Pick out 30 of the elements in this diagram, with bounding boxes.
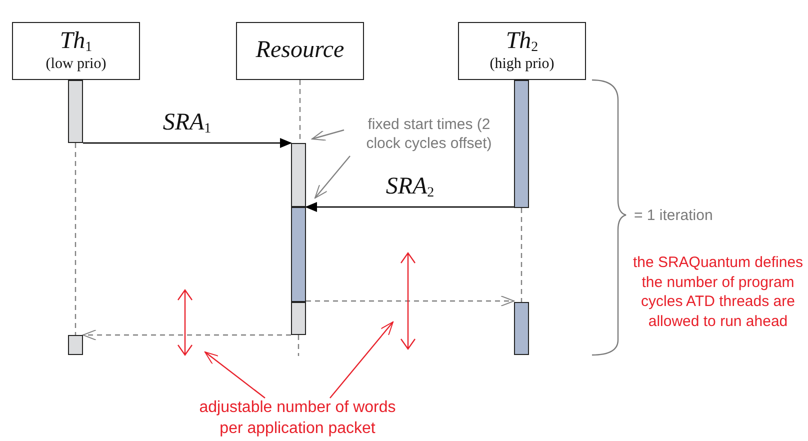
participant-box [236,22,364,80]
leader-line [314,156,350,198]
leader-line [330,322,394,398]
lifeline [298,335,300,356]
activation-bar [68,80,83,143]
leader-line [312,129,344,141]
priority-note: (low prio) [46,55,106,74]
activation-bar [291,143,306,207]
message-arrow [82,330,291,340]
activation-bar [291,302,306,335]
activation-bar [514,80,529,208]
activation-bar [291,207,306,302]
lifeline [74,143,76,335]
quantum-note: the SRAQuantum defines the number of program cycles ATD threads are allowed to run ahead [632,253,804,331]
lifeline [520,208,522,302]
activation-bar [514,302,529,355]
message-arrow [305,202,514,212]
participant-name: Th$_{2}$ [506,28,538,56]
activation-bar [68,335,83,355]
leader-line [204,352,266,398]
participant-name: Resource [256,38,344,64]
annotation: adjustable number of words per application packet [198,398,397,439]
message-arrow [306,296,514,306]
annotation: fixed start times (2 clock cycles offset) [365,114,493,154]
participant-box [12,22,140,80]
priority-note: (high prio) [490,55,554,74]
participant-box [458,22,586,80]
participant-name: Th$_{1}$ [60,28,92,56]
message-arrow [83,138,292,148]
iteration-label: = 1 iteration [634,206,713,226]
